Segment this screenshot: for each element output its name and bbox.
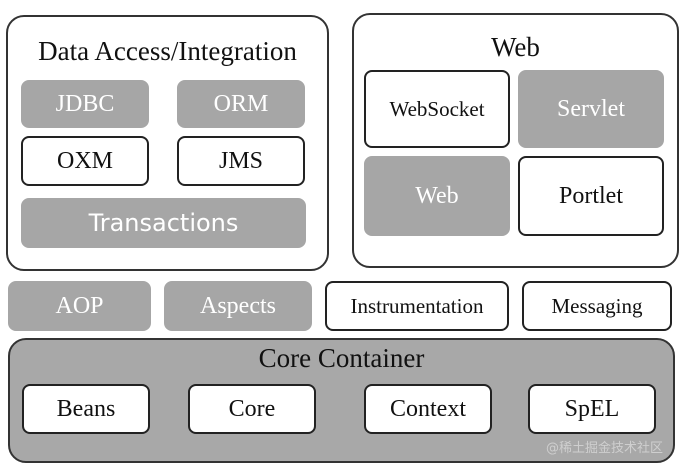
orm-box: ORM [177, 80, 305, 128]
jdbc-box: JDBC [21, 80, 149, 128]
spel-box: SpEL [528, 384, 656, 434]
jms-box: JMS [177, 136, 305, 186]
websocket-box: WebSocket [364, 70, 510, 148]
portlet-box: Portlet [518, 156, 664, 236]
beans-box: Beans [22, 384, 150, 434]
aop-box: AOP [8, 281, 151, 331]
transactions-box: Transactions [21, 198, 306, 248]
servlet-box: Servlet [518, 70, 664, 148]
oxm-box: OXM [21, 136, 149, 186]
watermark: @稀土掘金技术社区 [546, 441, 664, 456]
core-box: Core [188, 384, 316, 434]
data-access-integration-title: Data Access/Integration [38, 36, 297, 66]
core-container-title: Core Container [258, 343, 425, 373]
messaging-box: Messaging [522, 281, 672, 331]
instrumentation-box: Instrumentation [325, 281, 509, 331]
aspects-box: Aspects [164, 281, 312, 331]
context-box: Context [364, 384, 492, 434]
web-title: Web [491, 32, 540, 62]
web-box: Web [364, 156, 510, 236]
